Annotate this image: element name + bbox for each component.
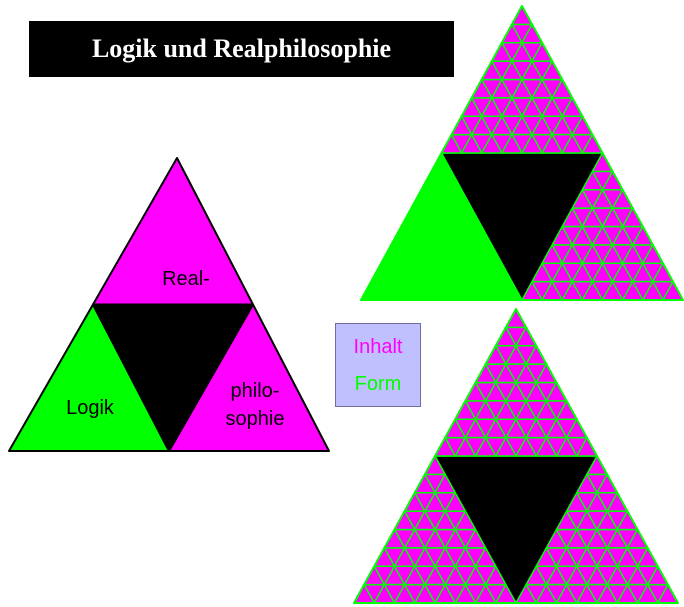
fractal-bottom-top-part-cell	[495, 436, 517, 457]
fractal-bottom-left-part-cell	[474, 547, 497, 567]
fractal-top-right-part-cell	[541, 244, 563, 264]
fractal-top-right-part-cell	[611, 262, 634, 283]
fractal-bottom-top-part-cell	[474, 436, 497, 457]
fractal-bottom-top-part-cell	[555, 436, 578, 457]
fractal-top-right-part-cell	[561, 244, 584, 264]
fractal-bottom-right-part-cell	[565, 565, 588, 586]
fractal-bottom-right-part-cell	[545, 528, 568, 549]
fractal-top-left-part-cell	[460, 244, 483, 264]
page-title: Logik und Realphilosophie	[29, 21, 454, 77]
logik-label: Logik	[66, 397, 114, 419]
fractal-bottom-right-part-cell	[555, 547, 578, 567]
fractal-top-left-part-cell	[470, 225, 493, 246]
fractal-bottom-right-part-cell	[596, 510, 618, 531]
fractal-bottom-top-part-cell	[484, 418, 507, 439]
fractal-bottom-right-part-cell	[606, 565, 629, 586]
fractal-bottom-top-part-cell	[535, 436, 558, 457]
fractal-top-right-part-cell	[581, 170, 604, 191]
philosophie-label-line2: sophie	[225, 408, 285, 430]
fractal-top-top-part-cell	[521, 133, 543, 154]
fractal-triangle-bottom	[353, 308, 679, 604]
fractal-top-top-part-cell	[511, 5, 533, 26]
fractal-bottom-right-part-cell	[535, 547, 558, 567]
fractal-triangle-top	[360, 5, 684, 301]
fractal-top-top-part-cell	[541, 133, 563, 154]
fractal-top-top-part-cell	[501, 133, 523, 154]
fractal-top-left-part-cell	[450, 262, 473, 283]
fractal-bottom-top-part-cell	[454, 436, 477, 457]
fractal-top-right-part-cell	[601, 207, 624, 228]
fractal-bottom-right-part-cell	[525, 565, 548, 586]
main-triangle	[8, 157, 330, 452]
fractal-top-right-part-cell	[581, 207, 604, 228]
fractal-bottom-top-part-cell	[505, 308, 527, 329]
fractal-bottom-left-part-cell	[444, 492, 467, 512]
fractal-bottom-top-part-cell	[515, 363, 537, 384]
fractal-bottom-outline	[353, 308, 679, 604]
fractal-top-top-part-cell	[501, 60, 523, 81]
fractal-top-left-part-cell	[410, 262, 433, 283]
fractal-top-outline	[360, 5, 684, 301]
fractal-top-top-part-cell	[521, 60, 543, 81]
fractal-top-left-part-cell	[460, 207, 483, 228]
fractal-top-right-part-cell	[621, 244, 644, 264]
fractal-bottom-left-part-cell	[444, 565, 467, 586]
legend-box: Inhalt Form	[335, 323, 421, 407]
fractal-bottom-top-part-cell	[474, 400, 497, 420]
legend-inhalt: Inhalt	[353, 336, 403, 358]
fractal-bottom-left-part-cell	[393, 547, 416, 567]
fractal-top-top-part-cell	[561, 133, 584, 154]
fractal-top-right-part-cell	[531, 262, 553, 283]
fractal-top-top-part-cell	[491, 115, 513, 136]
fractal-top-right-part-cell	[561, 207, 584, 228]
fractal-top-right-part-cell	[551, 225, 574, 246]
fractal-bottom-top-part-cell	[525, 418, 548, 439]
fractal-top-top-part-cell	[531, 115, 553, 136]
fractal-top-left-part-cell	[400, 244, 423, 264]
fractal-bottom-right-part-cell	[576, 473, 598, 494]
fractal-bottom-left-part-cell	[464, 528, 487, 549]
fractal-top-top-part-cell	[541, 97, 563, 117]
fractal-bottom-right-part-cell	[555, 510, 578, 531]
fractal-bottom-left-part-cell	[403, 565, 426, 586]
philosophie-label-line1: philo-	[230, 380, 280, 402]
fractal-bottom-top-part-cell	[495, 363, 517, 384]
legend-form: Form	[354, 373, 402, 395]
fractal-top-right-part-cell	[571, 189, 594, 209]
fractal-top-left-part-cell	[440, 170, 463, 191]
fractal-top-top-part-cell	[460, 133, 483, 154]
fractal-top-left-part-cell	[481, 244, 503, 264]
fractal-top-top-part-cell	[481, 97, 503, 117]
fractal-bottom-right-part-cell	[616, 547, 639, 567]
fractal-top-right-part-cell	[571, 262, 594, 283]
fractal-bottom-top-part-cell	[515, 436, 537, 457]
fractal-top-left-part-cell	[491, 262, 513, 283]
fractal-top-top-part-cell	[481, 133, 503, 154]
fractal-top-left-part-cell	[450, 189, 473, 209]
fractal-bottom-left-part-cell	[434, 473, 456, 494]
fractal-bottom-right-part-cell	[565, 492, 588, 512]
fractal-bottom-left-part-cell	[484, 565, 507, 586]
void-center	[92, 303, 254, 452]
fractal-top-left-part-cell	[440, 207, 463, 228]
fractal-bottom-left-part-cell	[414, 510, 436, 531]
fractal-bottom-top-part-cell	[535, 400, 558, 420]
real-label: Real-	[162, 268, 210, 290]
fractal-bottom-left-part-cell	[454, 547, 477, 567]
fractal-top-left-part-cell	[420, 207, 443, 228]
fractal-bottom-left-part-cell	[454, 510, 477, 531]
fractal-bottom-right-part-cell	[576, 510, 598, 531]
fractal-bottom-left-part-cell	[434, 510, 456, 531]
